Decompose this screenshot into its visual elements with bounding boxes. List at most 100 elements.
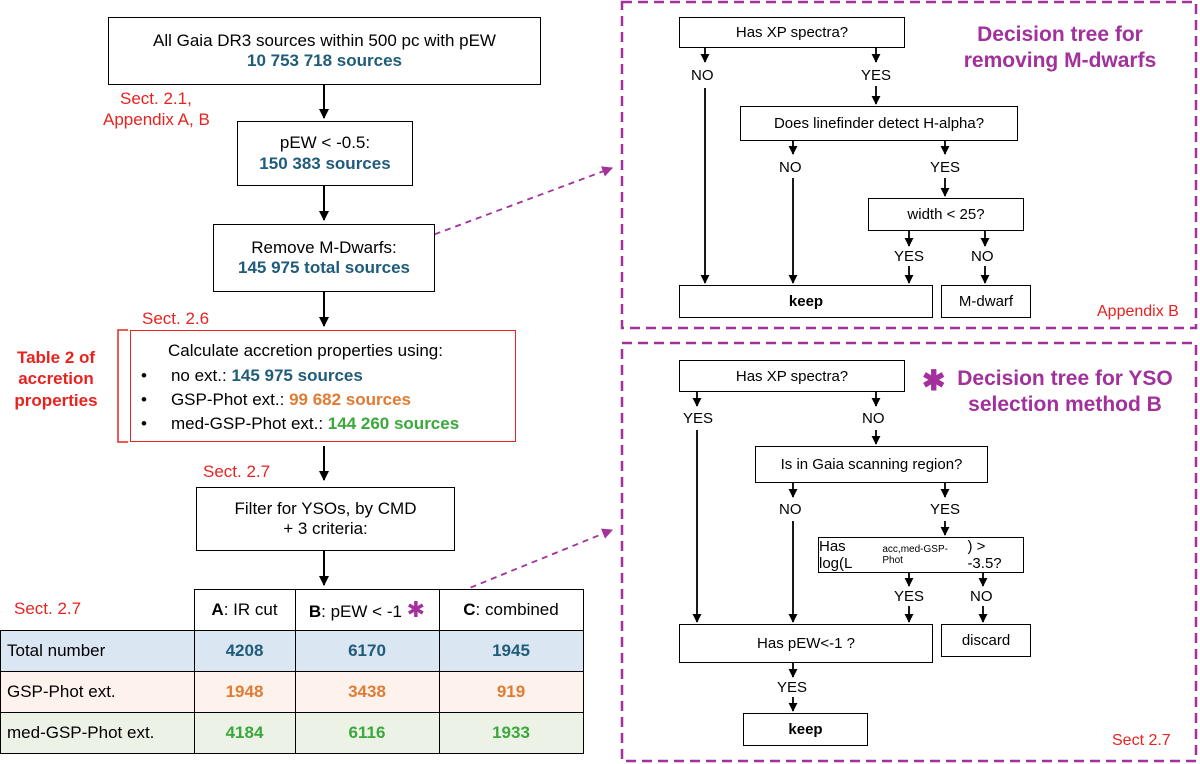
tree1-no2: NO: [779, 159, 802, 176]
header-b-text: : pEW < -1: [321, 602, 402, 621]
box-pew-cut-count: 150 383 sources: [259, 153, 391, 173]
table2-note-line3: properties: [14, 390, 98, 410]
calc-item-value: 99 682 sources: [289, 390, 411, 409]
tree2-q-xp-spectra: Has XP spectra?: [679, 360, 905, 392]
tree2-yes1: YES: [683, 410, 714, 427]
box-accretion-properties: Calculate accretion properties using: • n…: [130, 330, 516, 442]
tree2-title-line1: Decision tree for YSO: [957, 367, 1173, 390]
header-a-text: : IR cut: [223, 600, 278, 619]
row-label: GSP-Phot ext.: [0, 671, 195, 713]
cell-value: 919: [438, 671, 584, 713]
tree1-title-line2: removing M-dwarfs: [963, 49, 1157, 73]
table-row: Total number 4208 6170 1945: [0, 630, 584, 672]
table-row: GSP-Phot ext. 1948 3438 919: [0, 671, 584, 713]
appendix-ab-label: Appendix A, B: [103, 110, 210, 129]
tree2-asterisk-icon: ✱: [922, 365, 946, 396]
tree2-q-lacc-pre: Has log(L: [819, 538, 853, 572]
calc-bullet: •: [141, 366, 147, 385]
box-pew-cut: pEW < -0.5: 150 383 sources: [237, 121, 413, 186]
tree1-no1: NO: [691, 67, 714, 84]
tree1-yes1: YES: [861, 67, 892, 84]
table-corner: [1, 590, 195, 631]
red-bracket: [117, 329, 128, 443]
cell-value: 6170: [294, 630, 440, 672]
sect-2-1-label: Sect. 2.1,: [120, 89, 192, 108]
tree2-title-line2: selection method B: [968, 393, 1162, 417]
asterisk-icon: ✱: [406, 597, 426, 622]
tree2-discard-box: discard: [941, 624, 1031, 657]
row-label: med-GSP-Phot ext.: [0, 712, 195, 754]
header-c-letter: C: [463, 600, 476, 619]
cell-value: 3438: [294, 671, 440, 713]
table2-note-line2: accretion: [18, 369, 94, 389]
calc-bullet: •: [141, 414, 147, 433]
calc-item-value: 145 975 sources: [231, 366, 363, 385]
tree1-mdwarf-box: M-dwarf: [941, 285, 1031, 318]
tree1-yes3: YES: [894, 248, 925, 265]
header-c: C: combined: [438, 589, 584, 631]
tree2-q-lacc-sub: acc,med-GSP-Phot: [882, 544, 948, 566]
tree1-arrows: [700, 48, 990, 284]
calc-item-gsp: • GSP-Phot ext.: 99 682 sources: [141, 390, 411, 410]
box-filter-ysos-line1: Filter for YSOs, by CMD: [234, 498, 417, 518]
tree2-title: Decision tree for YSO selection method B: [950, 366, 1180, 419]
box-remove-mdwarfs-count: 145 975 total sources: [238, 258, 410, 277]
dashed-pointers: [413, 166, 614, 601]
table-row: med-GSP-Phot ext. 4184 6116 1933: [0, 712, 584, 754]
box-filter-ysos-line2: + 3 criteria:: [283, 519, 368, 538]
cell-value: 1933: [438, 712, 584, 754]
calc-item-label: GSP-Phot ext.:: [170, 390, 290, 409]
sect-2-6-label: Sect. 2.6: [142, 309, 210, 328]
results-table: A: IR cut B: pEW < -1 ✱ C: combined Tota…: [0, 589, 584, 754]
row-label: Total number: [0, 630, 195, 672]
header-b: B: pEW < -1 ✱: [294, 589, 440, 631]
tree2-sect-label: Sect 2.7: [1112, 732, 1171, 749]
tree2-yes4: YES: [777, 679, 808, 696]
calc-item-label: no ext.:: [170, 366, 232, 385]
table-header-row: A: IR cut B: pEW < -1 ✱ C: combined: [1, 589, 584, 631]
calc-item-value: 144 260 sources: [327, 414, 460, 433]
calc-item-label: med-GSP-Phot ext.:: [170, 414, 328, 433]
header-a: A: IR cut: [193, 589, 296, 631]
tree2-q-lacc-post: ) > -3.5?: [967, 538, 1002, 572]
tree2-arrows: [692, 392, 988, 712]
tree2-yes2: YES: [930, 501, 961, 518]
tree1-sect-label: Appendix B: [1097, 303, 1179, 320]
tree1-keep-box: keep: [679, 285, 933, 318]
cell-value: 1945: [438, 630, 584, 672]
cell-value: 4184: [193, 712, 296, 754]
calc-title: Calculate accretion properties using:: [168, 341, 443, 360]
box-all-sources: All Gaia DR3 sources within 500 pc with …: [108, 17, 541, 85]
cell-value: 1948: [193, 671, 296, 713]
box-all-sources-label: All Gaia DR3 sources within 500 pc with …: [153, 30, 496, 50]
tree1-q-width: width < 25?: [868, 198, 1024, 231]
cell-value: 4208: [193, 630, 296, 672]
tree2-yes3: YES: [894, 588, 925, 605]
tree2-no3: NO: [970, 588, 993, 605]
table2-note-line1: Table 2 of: [16, 348, 96, 367]
calc-bullet: •: [141, 390, 147, 409]
sect-2-7-label: Sect. 2.7: [203, 462, 271, 481]
tree2-no1: NO: [862, 410, 885, 427]
tree1-title: Decision tree for removing M-dwarfs: [945, 22, 1175, 75]
tree1-no3: NO: [971, 248, 994, 265]
tree1-title-line1: Decision tree for: [977, 23, 1143, 46]
cell-value: 6116: [294, 712, 440, 754]
table-sect-label: Sect. 2.7: [14, 599, 82, 618]
header-a-letter: A: [211, 600, 224, 619]
tree-panels: [620, 0, 1198, 763]
table2-note: Table 2 of accretion properties: [4, 347, 108, 411]
calc-item-no-ext: • no ext.: 145 975 sources: [141, 366, 363, 386]
header-b-letter: B: [308, 602, 322, 621]
tree1-q-linefinder: Does linefinder detect H-alpha?: [740, 106, 1018, 141]
box-pew-cut-label: pEW < -0.5:: [279, 133, 371, 153]
box-all-sources-count: 10 753 718 sources: [246, 51, 402, 70]
header-c-text: : combined: [475, 600, 559, 619]
tree2-q-scanning: Is in Gaia scanning region?: [755, 446, 988, 483]
box-filter-ysos: Filter for YSOs, by CMD + 3 criteria:: [196, 487, 455, 551]
calc-item-med-gsp: • med-GSP-Phot ext.: 144 260 sources: [141, 414, 459, 434]
tree1-q-xp-spectra: Has XP spectra?: [679, 17, 905, 48]
box-remove-mdwarfs-label: Remove M-Dwarfs:: [251, 237, 397, 257]
